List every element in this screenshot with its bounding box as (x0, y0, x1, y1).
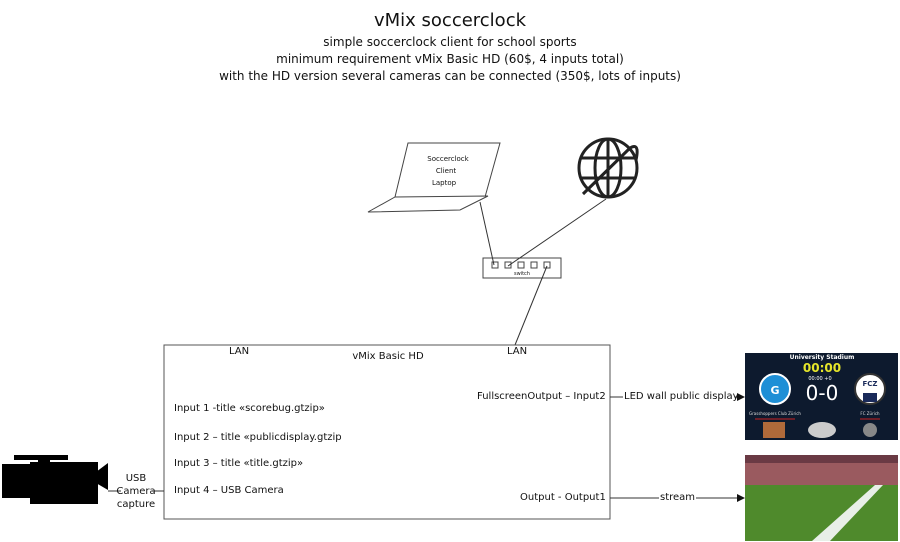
home-badge-icon: G (770, 384, 780, 397)
lan-label-left: LAN (228, 346, 250, 357)
camera-label: Camera (116, 486, 156, 497)
scoreboard-score: 0-0 (805, 381, 839, 405)
input-1: Input 1 -title «scorebug.gtzip» (174, 403, 325, 414)
switch-icon (482, 257, 562, 279)
away-team: FC Zürich (860, 411, 880, 416)
scoreboard-subclock: 00:00 +0 (808, 376, 832, 382)
video-camera-icon (2, 455, 108, 504)
switch-vmix-link (514, 265, 548, 346)
away-badge: FCZ (862, 380, 878, 388)
laptop-switch-link (479, 201, 495, 266)
scoreboard-stadium: University Stadium (789, 354, 855, 361)
lan-label-right: LAN (506, 346, 528, 357)
camera-label: USB (125, 473, 147, 484)
fullscreen-output: FullscreenOutput – Input2 (477, 391, 606, 402)
laptop-label: Client (435, 167, 457, 175)
input-4: Input 4 – USB Camera (174, 485, 284, 496)
internet-switch-link (507, 198, 607, 267)
subtitle-line: simple soccerclock client for school spo… (323, 35, 577, 49)
scoreboard-image (745, 353, 898, 440)
stadium-field-image (745, 455, 898, 541)
scoreboard-clock: 00:00 (802, 361, 842, 375)
arrow-icon (737, 393, 745, 401)
home-team: Grasshoppers Club Zürich (749, 411, 801, 416)
led-wall-label: LED wall public display (624, 391, 739, 402)
subtitle-line: minimum requirement vMix Basic HD (60$, … (276, 52, 624, 66)
stream-output: Output - Output1 (520, 492, 606, 503)
diagram-title: vMix soccerclock (373, 10, 527, 31)
stream-label: stream (660, 492, 696, 503)
laptop-icon (367, 142, 501, 213)
switch-label: switch (514, 271, 530, 277)
camera-label: capture (116, 499, 156, 510)
globe-icon (577, 137, 639, 199)
laptop-label: Soccerclock (427, 155, 469, 163)
vmix-title: vMix Basic HD (352, 351, 424, 362)
arrow-icon (737, 494, 745, 502)
input-3: Input 3 – title «title.gtzip» (174, 458, 304, 469)
laptop-label: Laptop (431, 179, 457, 187)
input-2: Input 2 – title «publicdisplay.gtzip (174, 432, 342, 443)
vmix-box (163, 344, 611, 520)
subtitle-line: with the HD version several cameras can … (219, 69, 681, 83)
